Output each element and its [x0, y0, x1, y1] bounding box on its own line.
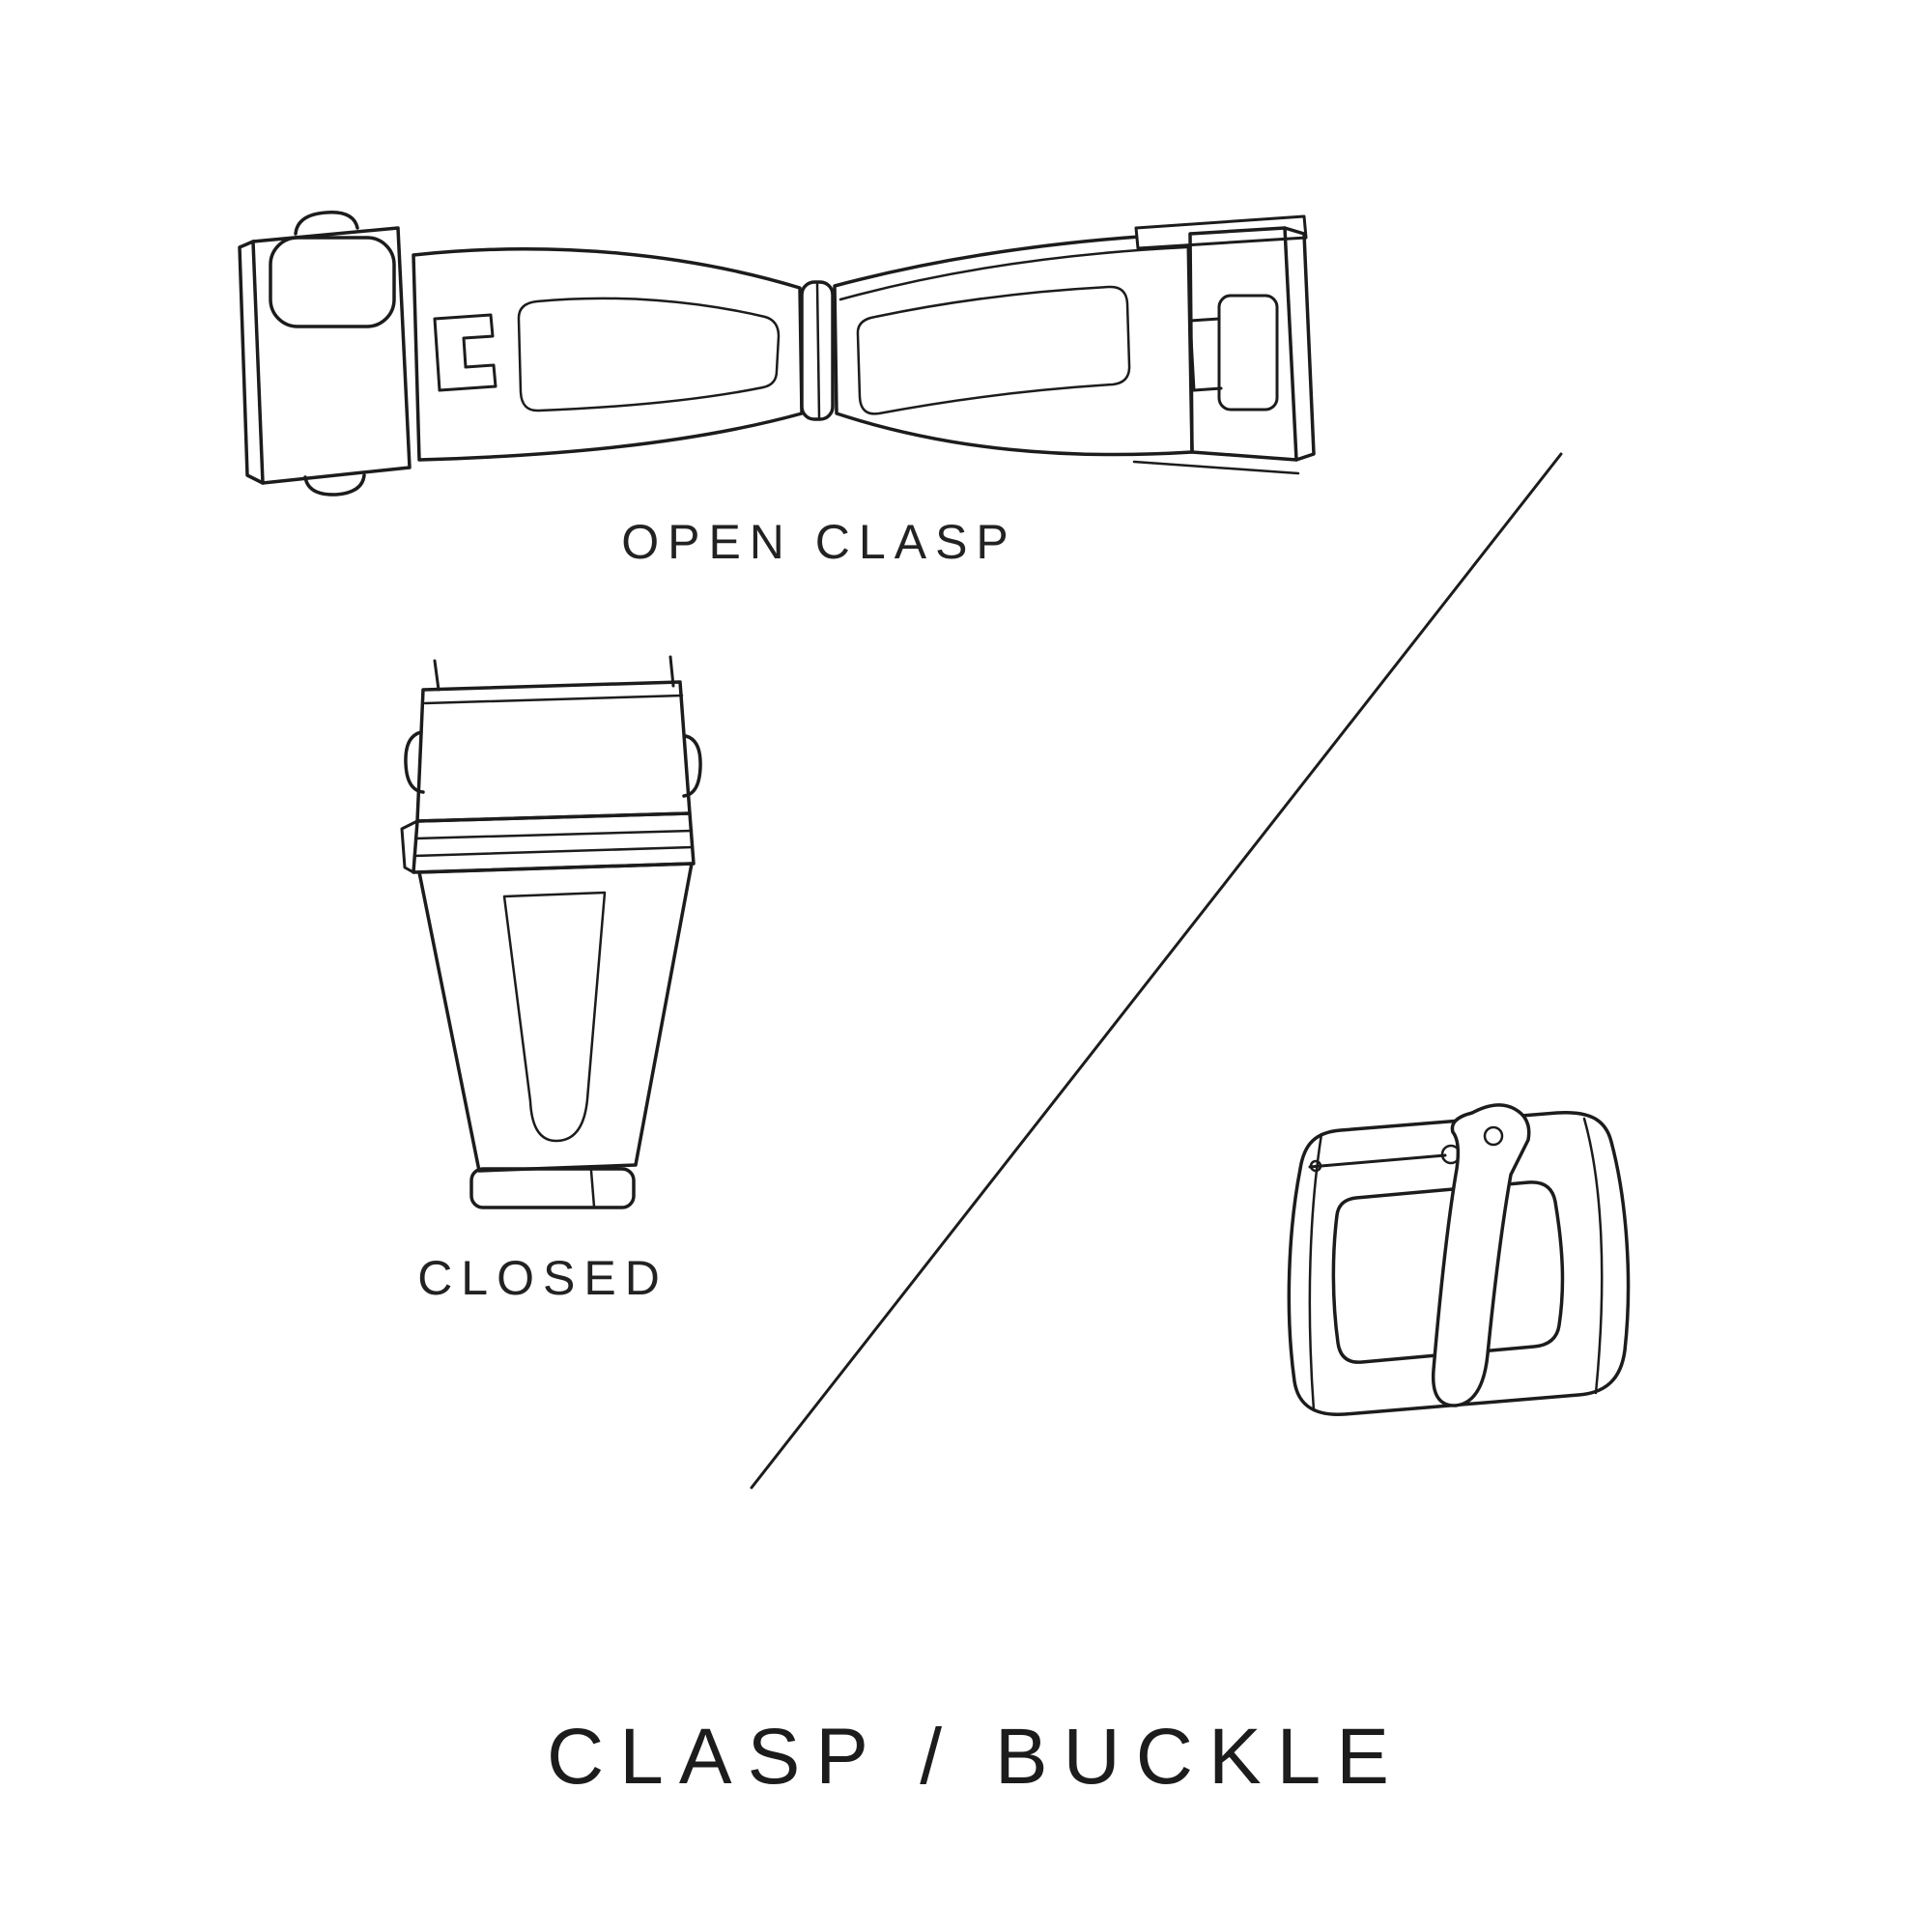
buckle-left-thickness-line — [1308, 1132, 1323, 1412]
buckle-drawing — [1287, 1103, 1631, 1416]
closed-band-left-bevel — [400, 819, 419, 874]
closed-top-block-edge — [423, 694, 684, 705]
closed-body-inner-outline — [502, 891, 607, 1143]
left-end-link-top-tab — [294, 211, 359, 236]
closed-prong-left — [433, 659, 440, 692]
closed-side-bump-left — [404, 730, 425, 794]
closed-clasp-drawing — [400, 655, 702, 1209]
diagonal-separator-line — [750, 452, 1563, 1490]
closed-band-line-1 — [413, 829, 694, 840]
right-end-cap-slot — [1217, 294, 1279, 412]
left-band-outline — [412, 247, 804, 462]
open-clasp-label: OPEN CLASP — [621, 515, 1017, 569]
buckle-prong-eye — [1483, 1125, 1504, 1147]
right-band-outline — [833, 232, 1194, 457]
left-band-hook — [433, 313, 497, 392]
diagram-title: CLASP / BUCKLE — [547, 1713, 1405, 1801]
closed-body — [417, 862, 694, 1173]
left-end-link-body — [251, 226, 412, 485]
buckle-right-thickness-line — [1582, 1117, 1604, 1395]
closed-band-line-2 — [412, 845, 695, 858]
right-end-cap-base-line — [1132, 460, 1300, 475]
open-clasp-drawing — [238, 211, 1316, 497]
center-hinge-crease — [815, 282, 821, 419]
closed-foot — [469, 1167, 636, 1209]
right-band-inner-outline — [856, 285, 1131, 415]
right-end-cap — [1188, 226, 1298, 462]
closed-label: CLOSED — [417, 1251, 668, 1305]
left-end-link-bottom-tab — [303, 473, 366, 497]
closed-foot-line — [589, 1169, 596, 1208]
buckle-prong — [1431, 1103, 1531, 1407]
buckle-outer-frame — [1287, 1110, 1631, 1416]
buckle-inner-opening — [1331, 1180, 1565, 1364]
right-end-cap-edge — [1283, 226, 1316, 462]
left-end-link-cover — [269, 236, 396, 328]
closed-side-bump-right — [682, 734, 702, 798]
left-band-inner-outline — [517, 297, 781, 412]
buckle-pin-bar-end — [1309, 1159, 1322, 1173]
left-end-link-fold — [238, 240, 265, 485]
right-band-top-edge — [838, 245, 1188, 301]
right-end-cap-bracket — [1188, 317, 1223, 392]
buckle-pin-bar — [1308, 1153, 1447, 1169]
